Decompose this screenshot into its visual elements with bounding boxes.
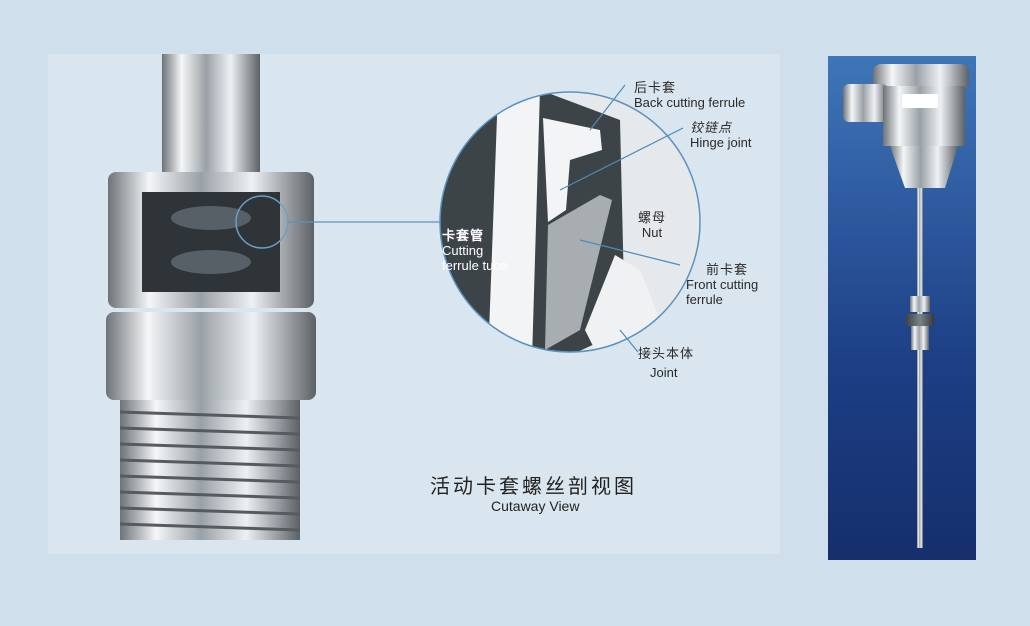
label-en2: ferrule tube: [442, 258, 508, 273]
label-zh: 接头本体: [638, 346, 695, 361]
label-joint: 接头本体 Joint: [638, 346, 694, 380]
joint-body-hex: [106, 312, 316, 400]
tube: [162, 54, 260, 172]
label-back-ferrule: 后卡套 Back cutting ferrule: [634, 80, 745, 110]
label-nut: 螺母 Nut: [638, 210, 666, 240]
label-zh: 铰链点: [690, 120, 733, 135]
label-zh: 前卡套: [706, 262, 749, 277]
label-en: Cutting: [442, 243, 484, 258]
diagram-subtitle: Cutaway View: [491, 498, 580, 514]
label-zh: 卡套管: [442, 228, 485, 243]
label-en: Hinge joint: [690, 135, 752, 150]
label-zh: 后卡套: [634, 80, 677, 95]
label-front-ferrule: 前卡套 Front cutting ferrule: [686, 262, 758, 307]
label-en: Back cutting ferrule: [634, 95, 746, 110]
label-en: Front cutting: [686, 277, 759, 292]
label-en: Joint: [650, 365, 678, 380]
label-en2: ferrule: [686, 292, 723, 307]
thermocouple-image: [843, 64, 969, 548]
diagram-title: 活动卡套螺丝剖视图: [430, 476, 637, 498]
label-ferrule-tube: 卡套管 Cutting ferrule tube: [442, 228, 508, 273]
threads: [119, 400, 301, 540]
label-hinge-joint: 铰链点 Hinge joint: [690, 120, 751, 150]
label-zh: 螺母: [638, 210, 667, 225]
label-en: Nut: [641, 225, 663, 240]
